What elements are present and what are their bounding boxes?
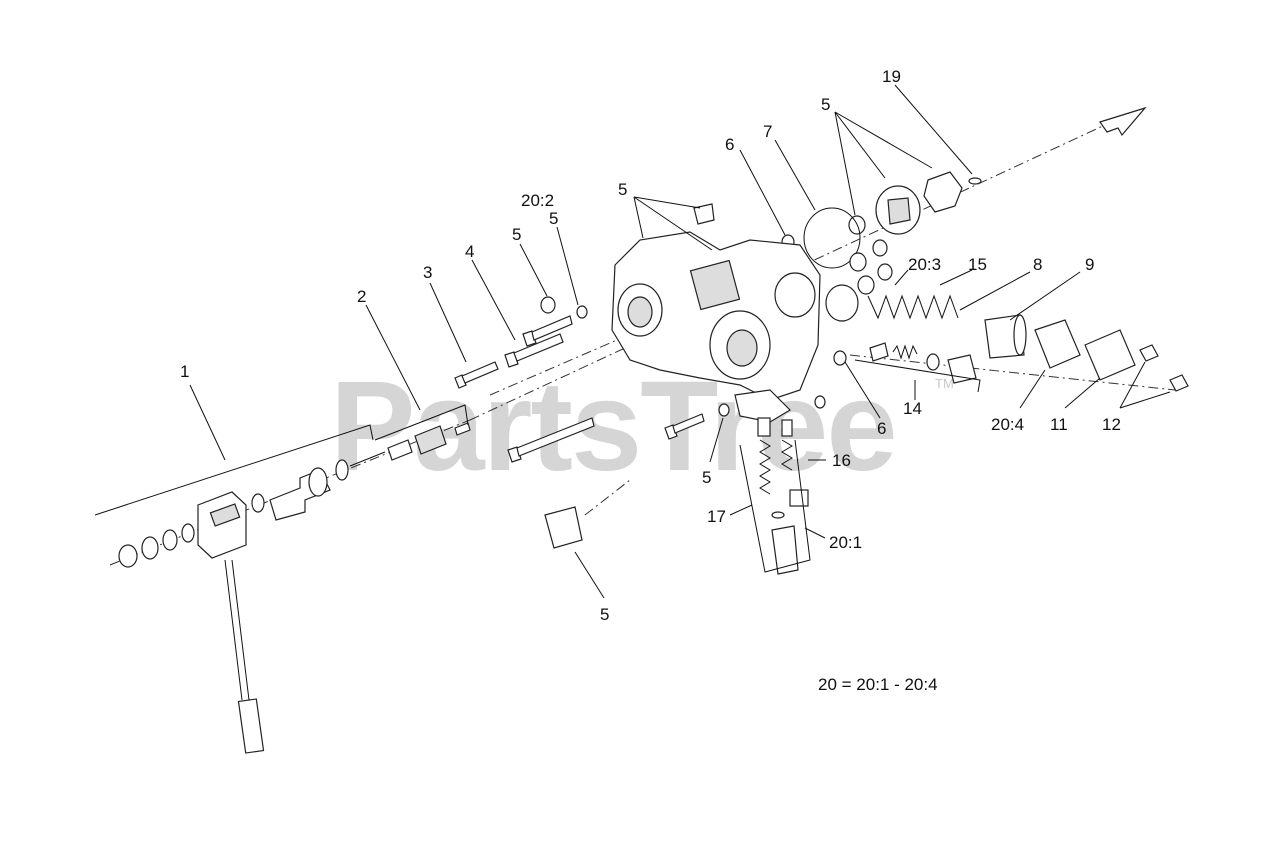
callout-1: 1 <box>180 362 189 381</box>
solenoid-coil <box>197 491 265 754</box>
callout-5: 5 <box>821 95 830 114</box>
callout-4: 4 <box>465 242 474 261</box>
callout-6: 6 <box>877 419 886 438</box>
callout-11: 11 <box>1050 415 1068 434</box>
callout-7: 7 <box>763 122 772 141</box>
callout-15: 15 <box>968 255 987 274</box>
washers-left <box>118 493 265 568</box>
callout-6: 6 <box>725 135 734 154</box>
callout-8: 8 <box>1033 255 1042 274</box>
callout-5: 5 <box>702 468 711 487</box>
callout-3: 3 <box>423 263 432 282</box>
callout-5: 5 <box>600 605 609 624</box>
callout-5: 5 <box>618 180 627 199</box>
callout-5: 5 <box>512 225 521 244</box>
callout-20-4: 20:4 <box>991 415 1024 434</box>
callout-16: 16 <box>832 451 851 470</box>
callout-20-3: 20:3 <box>908 255 941 274</box>
bolts <box>454 315 1189 463</box>
sleeve-fitting <box>544 506 583 549</box>
watermark-trademark: TM <box>935 376 954 391</box>
callout-9: 9 <box>1085 255 1094 274</box>
callout-14: 14 <box>903 399 922 418</box>
callout-2: 2 <box>357 287 366 306</box>
valve-body <box>611 231 821 423</box>
kit-formula-note: 20 = 20:1 - 20:4 <box>818 675 938 694</box>
callouts: 1 2 3 4 5 5 20:2 5 6 7 5 19 20:3 15 8 9 … <box>180 67 1121 624</box>
callout-20-1: 20:1 <box>829 533 862 552</box>
leader-lines <box>94 84 1171 599</box>
callout-5: 5 <box>549 209 558 228</box>
valve-cartridge <box>269 422 471 521</box>
callout-12: 12 <box>1102 415 1121 434</box>
direction-arrow-icon <box>1099 106 1147 137</box>
callout-17: 17 <box>707 507 726 526</box>
gear-pump-parts <box>803 171 963 295</box>
watermark: PartsTree <box>330 355 896 498</box>
relief-valve-parts <box>757 417 809 575</box>
callout-20-2: 20:2 <box>521 191 554 210</box>
callout-19: 19 <box>882 67 901 86</box>
